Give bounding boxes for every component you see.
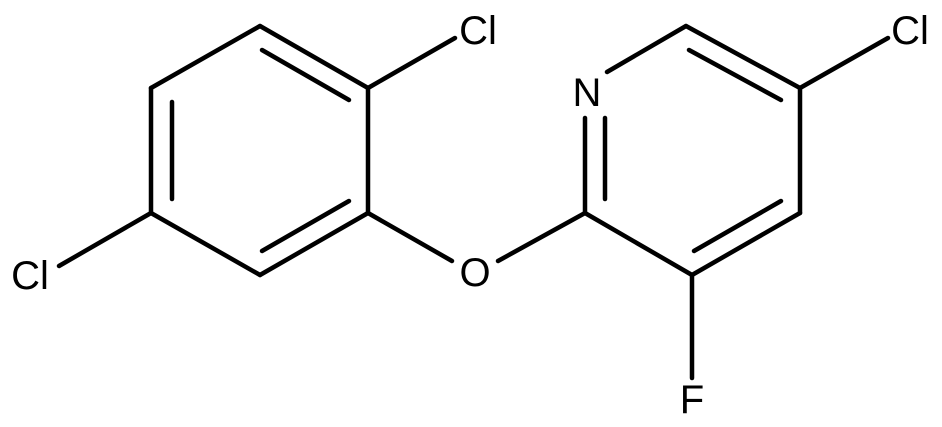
atom-fluorine: F (680, 378, 704, 422)
atom-cl-left: Cl (11, 254, 49, 298)
bond-ring1-b-inner (259, 47, 352, 103)
bond-c-cl-left (56, 210, 154, 269)
bond-ring2-c6-c5 (683, 23, 803, 91)
bond-ring1-d (257, 210, 371, 278)
bond-ring2-c4-c3-inner (691, 198, 784, 254)
bond-ring1-b (257, 23, 371, 91)
bond-ring2-n-c6 (604, 23, 689, 75)
bond-ring2-c3-c2 (582, 210, 695, 278)
bond-ring2-c4-c3 (689, 210, 803, 278)
dichlorophenyl-ring (148, 23, 371, 278)
bond-ring2-c6-c5-inner (686, 47, 784, 103)
bond-ring1-a (148, 23, 263, 91)
bond-c-o (365, 210, 455, 264)
atom-cl-top-right: Cl (891, 9, 929, 53)
bond-c-cl-right (797, 35, 891, 91)
atom-cl-top-left-ring: Cl (459, 9, 497, 53)
bond-o-c (495, 210, 588, 264)
bond-ring1-e (148, 210, 263, 278)
bond-ring1-d-inner (259, 198, 352, 254)
atom-nitrogen: N (573, 71, 602, 115)
bond-c-cl-top (365, 35, 458, 91)
fluoropyridine-ring (582, 23, 803, 278)
atom-oxygen: O (459, 251, 490, 295)
